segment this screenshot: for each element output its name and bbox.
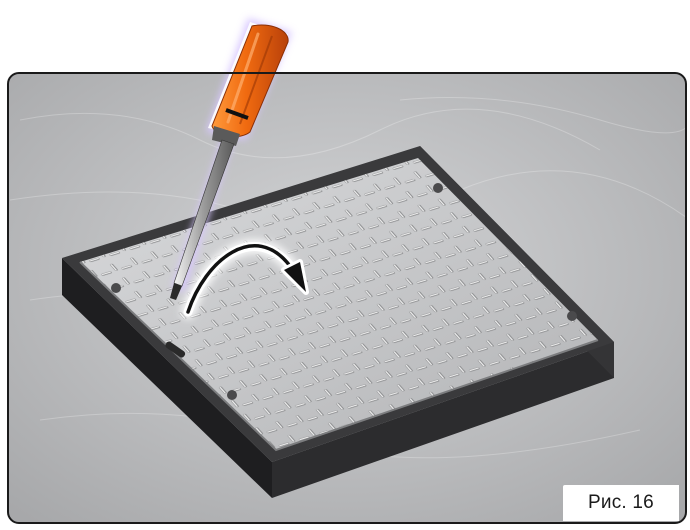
figure-caption: Рис. 16 (588, 492, 654, 514)
figure-caption-box: Рис. 16 (563, 485, 679, 521)
figure-frame (7, 72, 687, 524)
